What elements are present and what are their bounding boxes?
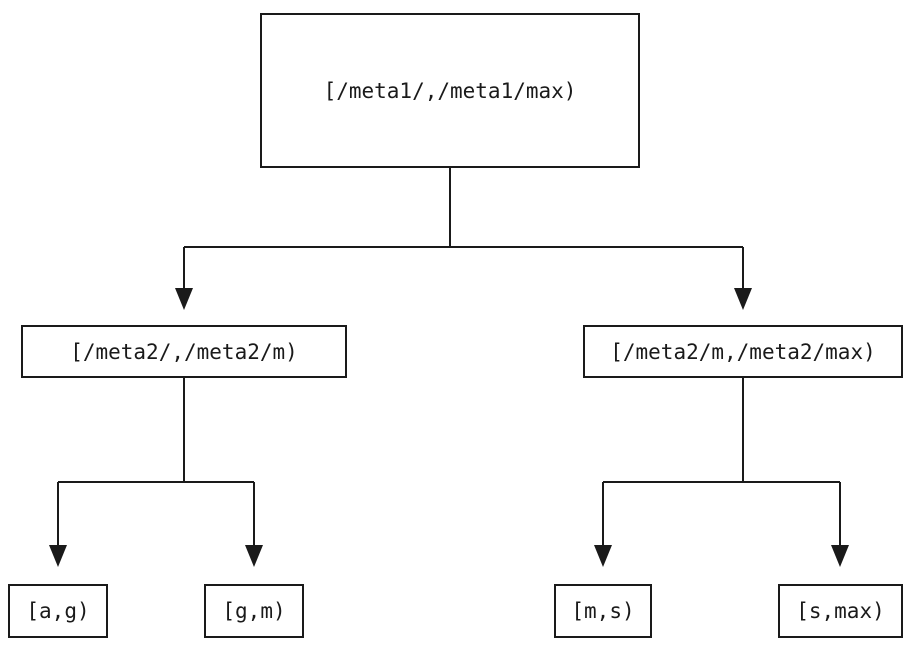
node-meta2-right: [/meta2/m,/meta2/max) [583, 325, 903, 378]
node-root-label: [/meta1/,/meta1/max) [323, 78, 577, 103]
arrowhead-icon [594, 545, 612, 567]
edge-right-to-leaves [602, 378, 841, 545]
node-leaf-smax-label: [s,max) [796, 599, 885, 623]
node-leaf-ag-label: [a,g) [26, 599, 90, 623]
arrowhead-icon [831, 545, 849, 567]
node-leaf-gm: [g,m) [204, 584, 304, 638]
arrowhead-icon [245, 545, 263, 567]
node-meta2-right-label: [/meta2/m,/meta2/max) [610, 339, 876, 364]
node-leaf-gm-label: [g,m) [222, 599, 286, 623]
arrowhead-icon [734, 288, 752, 310]
node-leaf-ms-label: [m,s) [571, 599, 635, 623]
node-leaf-smax: [s,max) [778, 584, 903, 638]
node-meta2-left-label: [/meta2/,/meta2/m) [70, 339, 298, 364]
node-root: [/meta1/,/meta1/max) [260, 13, 640, 168]
edge-root-to-level2 [183, 168, 744, 288]
arrowhead-icon [175, 288, 193, 310]
edge-left-to-leaves [57, 378, 255, 545]
arrowhead-icon [49, 545, 67, 567]
node-meta2-left: [/meta2/,/meta2/m) [21, 325, 347, 378]
node-leaf-ms: [m,s) [554, 584, 652, 638]
node-leaf-ag: [a,g) [8, 584, 108, 638]
